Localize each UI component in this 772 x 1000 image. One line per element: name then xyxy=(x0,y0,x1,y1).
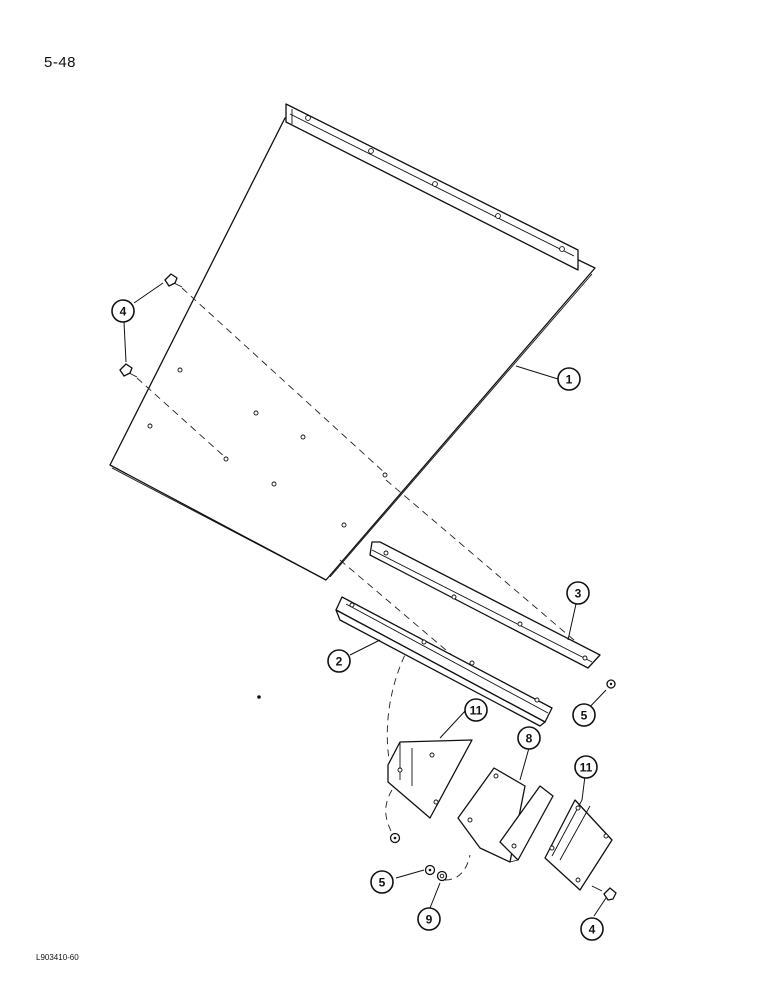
leader-lines xyxy=(123,282,607,917)
nut-part-5-right xyxy=(606,679,616,689)
callout-11-left-label: 11 xyxy=(470,704,483,718)
callout-9-label: 9 xyxy=(426,913,433,927)
callout-4-upper-label: 4 xyxy=(120,305,127,319)
callout-11-right-label: 11 xyxy=(580,761,593,775)
washer-part-9 xyxy=(436,870,448,882)
alignment-lines xyxy=(136,287,596,881)
page-number: 5-48 xyxy=(44,54,77,71)
bolt-part-4-bottom xyxy=(591,885,617,901)
callout-4-bottom-label: 4 xyxy=(589,923,596,937)
callout-5-right: 5 xyxy=(572,703,596,727)
bolt-part-4-lower xyxy=(119,363,138,378)
callout-5-right-label: 5 xyxy=(581,709,588,723)
callout-5-lower: 5 xyxy=(370,870,394,894)
callout-8: 8 xyxy=(517,726,541,750)
callout-11-right: 11 xyxy=(574,755,598,779)
callout-11-left: 11 xyxy=(464,698,488,722)
callout-3: 3 xyxy=(566,581,590,605)
callout-4-bottom: 4 xyxy=(580,917,604,941)
nut-part-5-pair xyxy=(424,864,436,876)
callout-2-label: 2 xyxy=(336,655,343,669)
callout-2: 2 xyxy=(327,649,351,673)
callout-9: 9 xyxy=(417,907,441,931)
callout-8-label: 8 xyxy=(526,732,533,746)
panel-part-1 xyxy=(109,103,596,581)
callout-4-upper: 4 xyxy=(111,299,135,323)
bracket-part-11-left xyxy=(387,739,473,819)
callout-1: 1 xyxy=(557,367,581,391)
callout-3-label: 3 xyxy=(575,587,582,601)
nut-part-5-lower xyxy=(389,832,401,844)
bracket-part-11-right xyxy=(544,799,613,891)
stray-mark xyxy=(257,695,261,699)
angle-strip-part-2 xyxy=(335,596,553,727)
angle-strip-part-3 xyxy=(369,541,601,669)
drawing-code: L903410-60 xyxy=(36,953,79,962)
bolt-part-4-upper xyxy=(164,273,183,288)
callout-1-label: 1 xyxy=(566,373,573,387)
callout-5-lower-label: 5 xyxy=(379,876,386,890)
bracket-part-8 xyxy=(457,767,554,863)
